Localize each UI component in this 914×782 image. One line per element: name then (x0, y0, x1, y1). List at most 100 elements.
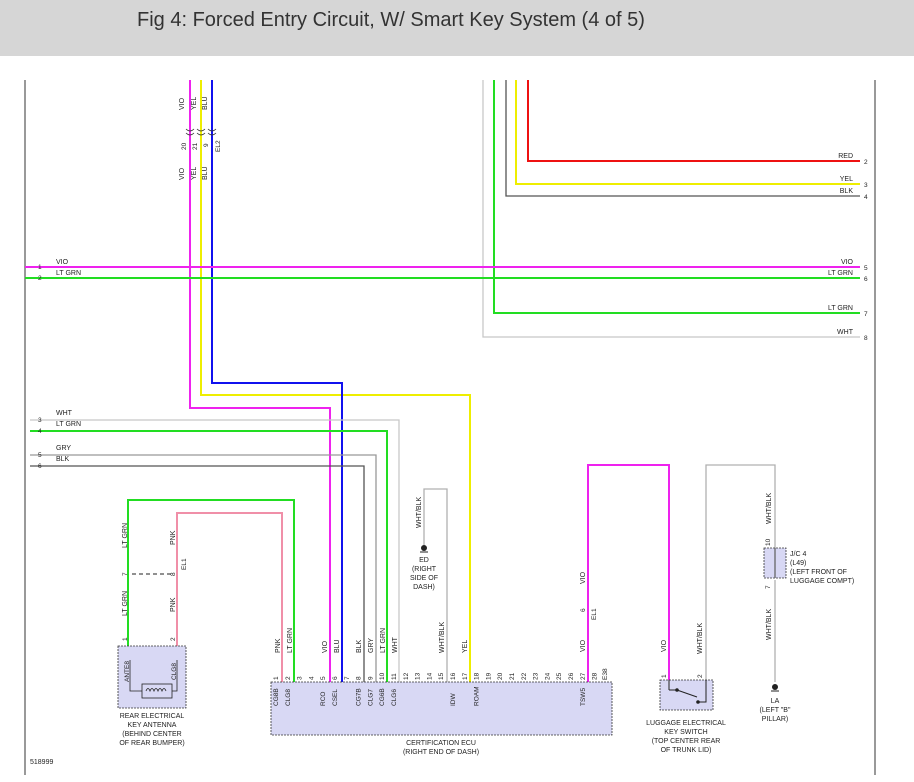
ecu-pin-27: 27 (580, 672, 587, 680)
ecu-pin-12: 12 (403, 672, 410, 680)
ecu-terminal-csel: CSEL (332, 689, 339, 706)
ground-la-caption-2: PILLAR) (762, 716, 788, 723)
luggage-electrical-key-switch (659, 679, 714, 711)
wire-label-yel-upper: YEL (191, 97, 198, 110)
ecu-wire-label-yel: YEL (462, 640, 469, 653)
left-wire-label-ltgrn: LT GRN (56, 270, 81, 277)
ecu-pin-2: 2 (285, 676, 292, 680)
antenna-wire-label-pnk-top: PNK (170, 530, 177, 545)
ecu-terminal-clg6: CLG6 (391, 689, 398, 706)
left-wire-num-5: 5 (38, 452, 42, 459)
switch-caption-4: OF TRUNK LID) (661, 747, 712, 754)
antenna-caption-2: KEY ANTENNA (128, 722, 177, 729)
left-wire-label-wht: WHT (56, 410, 73, 417)
ecu-pin-4: 4 (308, 676, 315, 680)
wire-left-ltgrn (30, 430, 388, 682)
right-wire-num-2: 2 (864, 159, 868, 166)
left-wire-num-2: 2 (38, 275, 42, 282)
switch-wire-label-whtblk: WHT/BLK (697, 623, 704, 654)
ecu-wire-label-whtblk: WHT/BLK (439, 622, 446, 653)
ecu-wire-label-blk: BLK (356, 639, 363, 653)
el2-connector-label: EL2 (215, 140, 222, 152)
left-wire-label-gry: GRY (56, 445, 71, 452)
antenna-terminal-ante8: ANTE8 (124, 661, 131, 682)
wire-trunk-whtblk (705, 464, 776, 680)
ecu-pin-18: 18 (474, 672, 481, 680)
ecu-pin-13: 13 (415, 672, 422, 680)
ecu-terminal-idw: IDW (450, 693, 457, 707)
ecu-pin-5: 5 (320, 676, 327, 680)
wire-right-wht (482, 80, 860, 338)
ecu-pin-16: 16 (450, 672, 457, 680)
ecu-pin-20: 20 (497, 672, 504, 680)
right-wire-num-6: 6 (864, 276, 868, 283)
wire-right-blk (505, 80, 860, 197)
ground-ed-name: ED (419, 557, 429, 564)
switch-wire-label-vio: VIO (661, 639, 668, 652)
ecu-wire-label-ltgrn-2: LT GRN (287, 628, 294, 653)
ecu-terminal-clg7: CLG7 (367, 689, 374, 706)
right-wire-num-4: 4 (864, 194, 868, 201)
ecu-pin-8: 8 (356, 676, 363, 680)
ecu-pin-6: 6 (332, 676, 339, 680)
left-wire-label-blk: BLK (56, 456, 70, 463)
ecu-pin-7: 7 (344, 676, 351, 680)
ecu-pin-14: 14 (426, 672, 433, 680)
ground-ed-caption-3: DASH) (413, 584, 435, 591)
ground-la-name: LA (771, 698, 780, 705)
wire-right-red (527, 80, 860, 162)
trunk-connector-color-lower: VIO (580, 639, 587, 652)
antenna-wire-label-ltgrn-bottom: LT GRN (122, 591, 129, 616)
wire-top-blu (211, 80, 343, 682)
ecu-pin-25: 25 (556, 672, 563, 680)
left-wire-label-vio: VIO (56, 259, 69, 266)
ecu-pin-10: 10 (379, 672, 386, 680)
left-wire-num-6: 6 (38, 463, 42, 470)
wire-left-blk (30, 465, 365, 682)
ground-ed-caption-1: (RIGHT (412, 566, 437, 573)
ground-ed-symbol (420, 545, 428, 553)
wire-label-blu-lower: BLU (202, 166, 209, 180)
right-wire-num-5: 5 (864, 265, 868, 272)
antenna-wire-label-ltgrn-top: LT GRN (122, 523, 129, 548)
diagram-frame (24, 80, 876, 775)
antenna-joint-pin-8: 8 (170, 572, 177, 576)
ecu-pin-24: 24 (544, 672, 551, 680)
ecu-pin-22: 22 (521, 672, 528, 680)
ed-wire-label: WHT/BLK (416, 497, 423, 528)
antenna-joint-pin-7: 7 (122, 572, 129, 576)
wire-left-gry (30, 454, 377, 682)
jc-line-2: (L49) (790, 560, 806, 567)
ecu-pin-28: 28 (592, 672, 599, 680)
switch-pin-1: 1 (661, 674, 668, 678)
trunk-connector-pin: 6 (580, 608, 587, 612)
ecu-wire-label-wht: WHT (392, 636, 399, 653)
ecu-terminal-tsw5: TSW5 (580, 688, 587, 706)
ecu-wire-label-blu: BLU (334, 639, 341, 653)
ecu-pin-23: 23 (533, 672, 540, 680)
figure-title: Fig 4: Forced Entry Circuit, W/ Smart Ke… (137, 9, 645, 31)
antenna-caption-1: REAR ELECTRICAL (120, 713, 185, 720)
ecu-terminal-rco: RCO (320, 692, 327, 706)
ecu-terminal-cg6b: CG6B (379, 688, 386, 706)
wire-label-yel-lower: YEL (191, 167, 198, 180)
jc-line-1: J/C 4 (790, 551, 806, 558)
ecu-pin-19: 19 (485, 672, 492, 680)
ecu-terminal-roam: ROAM (474, 687, 481, 707)
antenna-pin-1: 1 (122, 637, 129, 641)
wire-right-ltgrn (493, 80, 860, 314)
rear-electrical-key-antenna (117, 645, 187, 709)
ecu-pin-3: 3 (297, 676, 304, 680)
ecu-terminal-cg7b: CG7B (356, 688, 363, 706)
ecu-pin-26: 26 (568, 672, 575, 680)
right-wire-label-yel: YEL (840, 176, 853, 183)
ecu-pin-17: 17 (462, 672, 469, 680)
switch-caption-2: KEY SWITCH (664, 729, 707, 736)
right-wire-num-3: 3 (864, 182, 868, 189)
right-wire-num-8: 8 (864, 335, 868, 342)
ecu-pin-1: 1 (273, 676, 280, 680)
certification-ecu (270, 681, 613, 736)
ecu-terminal-cg8b: CG8B (273, 688, 280, 706)
wire-label-blu-upper: BLU (202, 96, 209, 110)
